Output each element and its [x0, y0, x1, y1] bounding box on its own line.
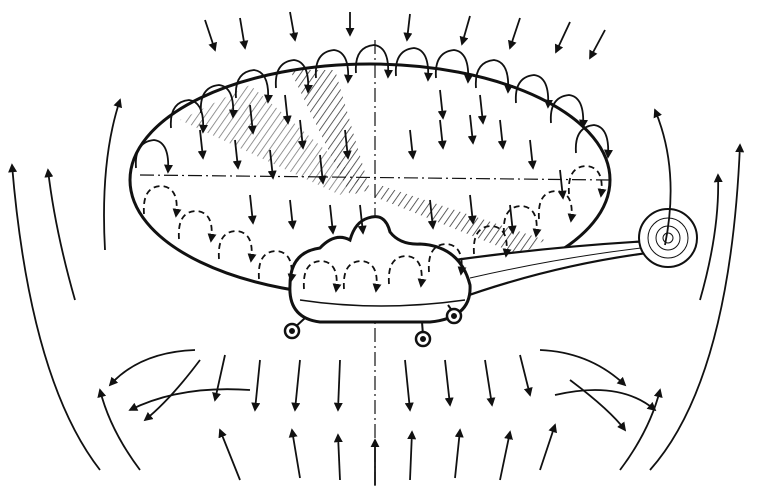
- upflow-arrow: [410, 432, 412, 480]
- downwash-arrow: [500, 120, 503, 148]
- downwash-arrow: [440, 120, 443, 148]
- downwash-arrow: [560, 170, 563, 198]
- lower-vortex-arrow: [179, 211, 212, 241]
- downwash-arrow: [470, 115, 473, 143]
- lower-vortex-arrow: [569, 166, 602, 196]
- fuselage: [290, 217, 470, 322]
- inflow-arrow: [290, 12, 295, 40]
- side-curl-left: [110, 350, 195, 385]
- side-curl-right: [555, 390, 655, 410]
- outer-streamline-left: [12, 165, 100, 470]
- downwash-arrow: [530, 140, 533, 168]
- downflow-arrow: [445, 360, 450, 405]
- upflow-arrow: [540, 425, 555, 470]
- inflow-arrow: [407, 14, 410, 40]
- tip-vortex-arrow: [356, 45, 388, 77]
- tail-rotor: [639, 209, 697, 267]
- upflow-arrow: [500, 432, 510, 480]
- tail-boom: [440, 240, 672, 300]
- downwash-arrow: [440, 90, 443, 118]
- downflow-arrow: [485, 360, 492, 405]
- side-curl-left: [130, 389, 250, 410]
- downflow-arrow: [215, 355, 225, 400]
- lower-vortex-arrow: [539, 191, 572, 221]
- downwash-arrow: [480, 95, 483, 123]
- lower-vortex-arrow: [219, 231, 252, 261]
- outer-streamline-right: [570, 380, 625, 430]
- inflow-arrow: [205, 20, 215, 50]
- outer-streamline-right: [650, 145, 740, 470]
- outer-streamline-right: [700, 175, 718, 300]
- downwash-arrow: [250, 195, 253, 223]
- downwash-arrow: [290, 200, 293, 228]
- outer-streamline-left: [104, 100, 120, 250]
- upflow-arrow: [338, 435, 340, 480]
- outer-streamline-left: [100, 390, 140, 470]
- inflow-arrow: [240, 18, 245, 48]
- outer-streamline-left: [48, 170, 75, 300]
- side-curl-right: [540, 350, 625, 385]
- downflow-arrow: [405, 360, 410, 410]
- downwash-arrow: [410, 130, 413, 158]
- inflow-arrow: [510, 18, 520, 48]
- upflow-arrow: [292, 430, 300, 478]
- downwash-arrow: [330, 205, 333, 233]
- upflow-arrow: [220, 430, 240, 480]
- outer-streamline-left: [145, 360, 200, 420]
- tip-vortex-arrow: [436, 50, 468, 82]
- downflow-arrow: [520, 355, 530, 395]
- upflow-arrow: [455, 430, 460, 478]
- inflow-arrow: [556, 22, 570, 52]
- outer-streamline-right: [620, 390, 660, 470]
- downflow-arrow: [295, 360, 300, 410]
- inflow-arrow: [462, 16, 470, 44]
- inflow-arrow: [590, 30, 605, 58]
- downwash-arrow: [200, 130, 203, 158]
- lower-vortex-arrow: [144, 186, 177, 216]
- lower-vortex-arrow: [259, 251, 292, 281]
- downflow-arrow: [255, 360, 260, 410]
- downflow-arrow: [338, 360, 340, 410]
